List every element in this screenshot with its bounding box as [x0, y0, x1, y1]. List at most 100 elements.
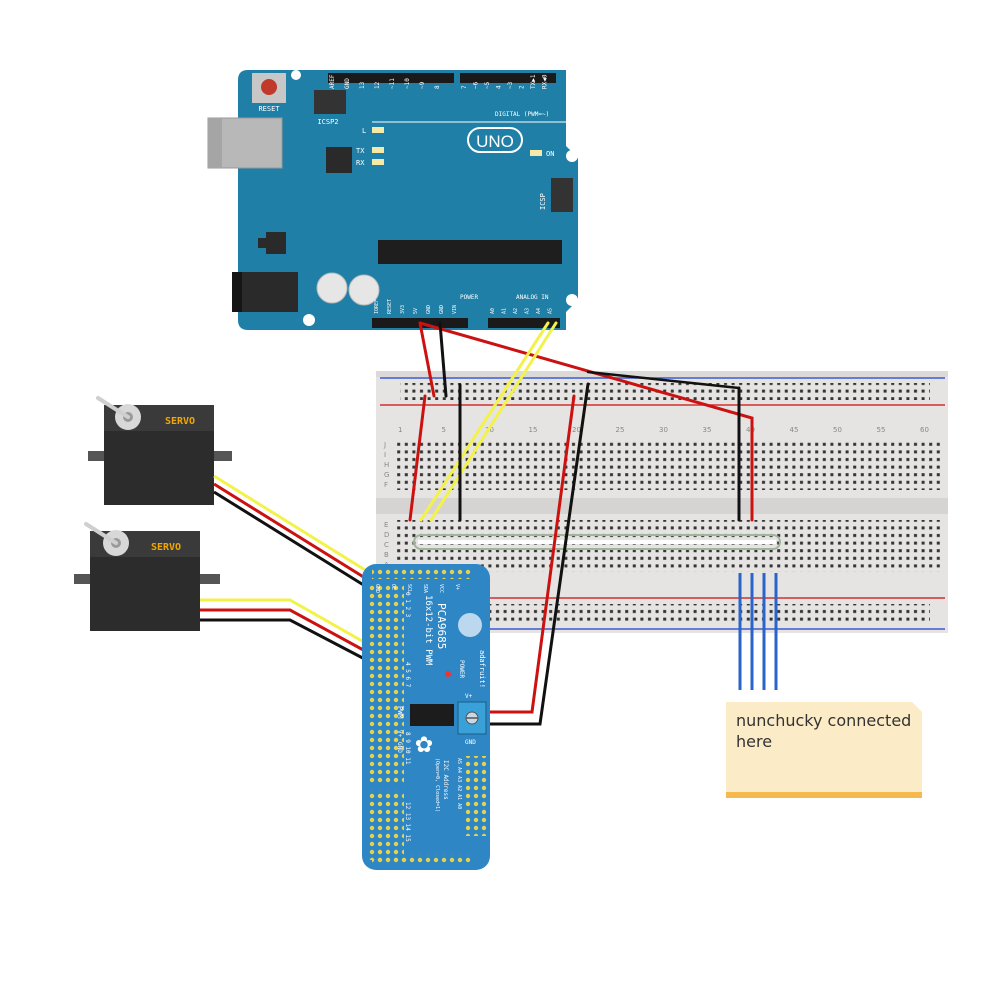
voltage-regulator [266, 232, 286, 254]
analog-pin-label: A0 [490, 308, 496, 314]
led-on [530, 150, 542, 156]
digital-pin-label: ~3 [507, 81, 514, 89]
column-number: 20 [572, 426, 581, 434]
row-jumper [418, 540, 776, 544]
power-label: POWER [460, 294, 478, 301]
power-led [445, 671, 451, 677]
wire-a5 [429, 321, 558, 522]
header-pin-label: OE [390, 584, 396, 590]
wire-gnd-terminal [486, 382, 590, 726]
vplus-label: V+ [465, 693, 473, 700]
mount-hole [566, 294, 578, 306]
column-number: 1 [398, 426, 402, 434]
note-fold [912, 702, 922, 712]
led-l-label: L [362, 127, 366, 135]
power-pin-label: RESET [387, 299, 393, 314]
digital-pin-label: ~5 [484, 81, 491, 89]
nunchuck-wires [738, 573, 778, 690]
channel-group-label: 0 1 2 3 [404, 592, 411, 618]
side-label-pwm: PWM [396, 706, 404, 719]
servo-1: SERVO [88, 396, 232, 505]
analog-label: ANALOG IN [516, 294, 549, 301]
pca-title: PCA9685 [435, 603, 448, 649]
address-pins-label: A5 A4 A3 A2 A1 A0 [456, 758, 462, 809]
reset-button-cap[interactable] [261, 79, 277, 95]
led-on-label: ON [546, 150, 554, 158]
analog-pin-label: A3 [525, 308, 531, 314]
adafruit-brand: adafruit! [478, 650, 486, 688]
pca-subtitle: 16x12-bit PWM [423, 595, 433, 666]
led-l [372, 127, 384, 133]
terminal-block-upper [395, 440, 940, 490]
analog-header [488, 318, 560, 328]
terminal-block-lower [395, 520, 940, 572]
column-number: 55 [877, 426, 886, 434]
column-number: 45 [790, 426, 799, 434]
power-pin-label: GND [439, 305, 445, 314]
wire-vplus [486, 394, 576, 714]
icsp-header [551, 178, 573, 212]
side-label-gnd: GND [396, 742, 403, 753]
column-number: 5 [442, 426, 446, 434]
icsp2-header [314, 90, 346, 114]
pwm-header-pins [368, 790, 404, 860]
usb-chip [326, 147, 352, 173]
reset-label: RESET [258, 105, 280, 113]
mount-hole [303, 314, 315, 326]
power-pin-label: IOREF [374, 299, 380, 314]
row-letter: G [384, 471, 389, 479]
icsp2-label: ICSP2 [317, 118, 338, 126]
mount-hole [458, 613, 482, 637]
row-letter: F [384, 481, 388, 489]
servo-cables [200, 474, 379, 668]
digital-pin-label: 7 [461, 85, 468, 89]
digital-pin-label: RX◀0 [542, 74, 549, 89]
header-pin-label: GND [374, 584, 380, 593]
dc-jack [232, 272, 298, 312]
digital-pin-label: 4 [496, 85, 503, 89]
servo-2: SERVO [74, 522, 220, 631]
wire-a4 [419, 321, 550, 522]
sticky-note: nunchucky connected here [726, 702, 922, 792]
mount-hole [291, 70, 301, 80]
column-number: 25 [616, 426, 625, 434]
digital-header-left [328, 73, 454, 83]
uno-logo [467, 127, 523, 153]
analog-pin-label: A2 [513, 308, 519, 314]
digital-pin-label: GND [344, 78, 351, 89]
row-letter: D [384, 531, 389, 539]
bottom-header-pins [372, 854, 472, 864]
digital-pin-label: ~10 [404, 78, 411, 89]
capacitor [348, 274, 380, 306]
led-rx-label: RX [356, 159, 365, 167]
analog-pin-label: A1 [502, 308, 508, 314]
column-number: 30 [659, 426, 668, 434]
uno-logo-text: UNO [476, 132, 514, 151]
digital-pin-label: AREF [329, 74, 336, 89]
channel-group-label: 12 13 14 15 [404, 802, 411, 842]
capacitor [316, 272, 348, 304]
address-jumpers [466, 756, 486, 836]
analog-pin-label: A4 [536, 308, 542, 314]
header-pin-label: SCL [406, 584, 412, 593]
top-header-pins [372, 569, 472, 579]
header-pin-label: V+ [454, 584, 460, 590]
icsp-label: ICSP [539, 193, 547, 210]
note-text-line2: here [736, 732, 773, 751]
led-tx [372, 147, 384, 153]
atmega-chip [378, 240, 562, 264]
mount-hole [566, 150, 578, 162]
adafruit-star-icon: ✿ [415, 732, 433, 757]
channel-group-label: 8 9 10 11 [404, 732, 411, 765]
power-rail-top [400, 383, 930, 400]
gnd-label: GND [465, 739, 476, 746]
analog-pin-label: A5 [548, 308, 554, 314]
servo-label: SERVO [151, 542, 181, 553]
row-letter: E [384, 521, 388, 529]
digital-label: DIGITAL (PWM=~) [495, 111, 549, 118]
digital-pin-label: TX▶1 [530, 74, 537, 89]
